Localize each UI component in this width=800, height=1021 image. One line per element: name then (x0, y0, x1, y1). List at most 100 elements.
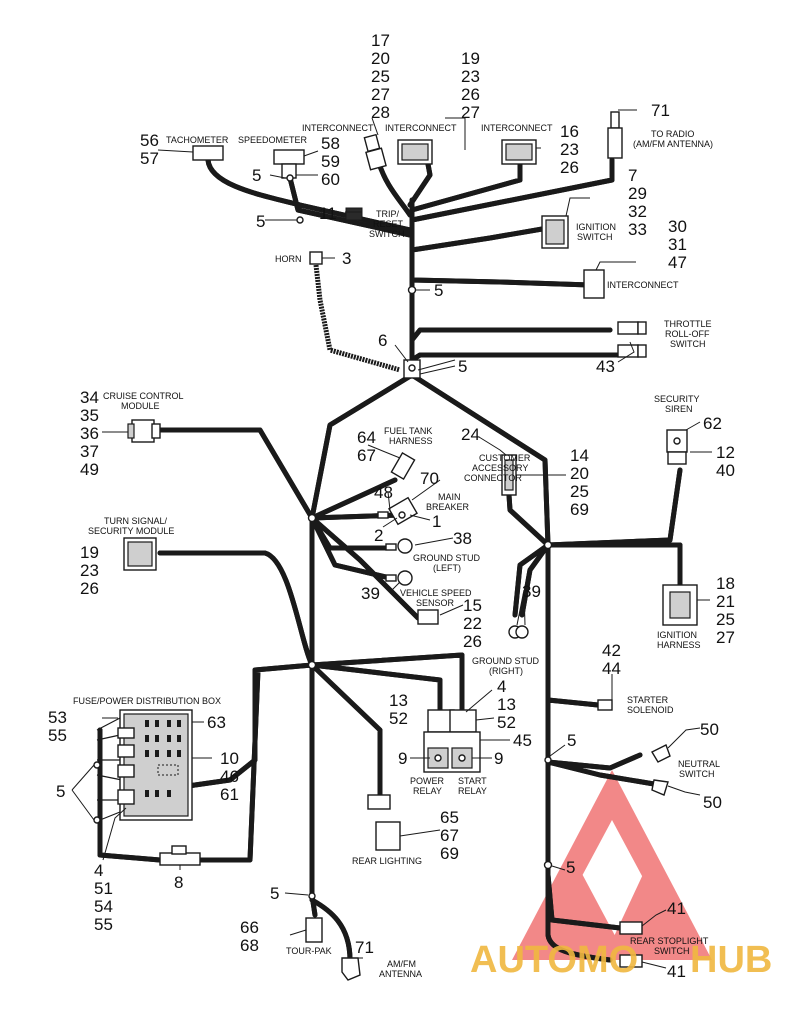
callout-57: 57 (140, 149, 159, 168)
callout-25b: 25 (570, 482, 589, 501)
callout-44: 44 (602, 659, 621, 678)
callout-36: 36 (80, 424, 99, 443)
callout-59: 59 (321, 152, 340, 171)
caption-throttle-2: ROLL-OFF (665, 329, 710, 339)
caption-ignition-harness-1: IGNITION (657, 630, 697, 640)
callout-27: 27 (371, 85, 390, 104)
callout-45: 45 (513, 731, 532, 750)
caption-customer-1: CUSTOMER (479, 453, 531, 463)
caption-start-relay-1: START (458, 776, 487, 786)
callout-41a: 41 (667, 899, 686, 918)
callout-27c: 27 (716, 628, 735, 647)
caption-security-siren-2: SIREN (665, 404, 693, 414)
callout-70: 70 (420, 469, 439, 488)
callout-33: 33 (628, 220, 647, 239)
callout-69b: 69 (440, 844, 459, 863)
callout-9a: 9 (398, 749, 407, 768)
callout-8: 8 (174, 873, 183, 892)
cruise-control-connector (127, 419, 161, 443)
callout-23: 23 (461, 67, 480, 86)
caption-trip-2: RESET (373, 219, 404, 229)
callout-38: 38 (453, 529, 472, 548)
caption-starter-2: SOLENOID (627, 705, 674, 715)
callout-numbers: 17 20 25 27 28 19 23 26 27 16 23 26 71 5… (48, 31, 735, 981)
callout-62: 62 (703, 414, 722, 433)
caption-to-radio-2: (AM/FM ANTENNA) (633, 139, 713, 149)
callout-17: 17 (371, 31, 390, 50)
caption-cruise-2: MODULE (121, 401, 160, 411)
caption-rear-stoplight-2: SWITCH (654, 946, 690, 956)
caption-speedometer: SPEEDOMETER (238, 135, 308, 145)
callout-49: 49 (80, 460, 99, 479)
callout-40: 40 (716, 461, 735, 480)
callout-19b: 19 (80, 543, 99, 562)
caption-vss-2: SENSOR (416, 598, 455, 608)
callout-29: 29 (628, 184, 647, 203)
callout-20b: 20 (570, 464, 589, 483)
caption-power-relay-2: RELAY (413, 786, 442, 796)
callout-39b: 39 (522, 582, 541, 601)
junction-6 (403, 359, 421, 379)
caption-tour-pak: TOUR-PAK (286, 946, 332, 956)
vehicle-speed-sensor-connector (417, 609, 439, 625)
callout-12: 12 (716, 443, 735, 462)
callout-23b: 23 (560, 140, 579, 159)
caption-interconnect-d: INTERCONNECT (607, 280, 679, 290)
caption-amfm-2: ANTENNA (379, 969, 422, 979)
interconnect-connector-b (397, 139, 433, 165)
callout-50b: 50 (703, 793, 722, 812)
watermark-text: AUTOMO HUB (470, 939, 772, 981)
ground-stud-left (385, 538, 413, 586)
relay-block (423, 709, 481, 773)
fuse-power-distribution-box (93, 709, 193, 824)
callout-25: 25 (371, 67, 390, 86)
caption-power-relay-1: POWER (410, 776, 445, 786)
callout-68: 68 (240, 936, 259, 955)
callout-26b: 26 (560, 158, 579, 177)
callout-4b: 4 (94, 861, 103, 880)
caption-ignition-harness-2: HARNESS (657, 640, 701, 650)
caption-rear-stoplight-1: REAR STOPLIGHT (630, 936, 709, 946)
callout-5f: 5 (567, 731, 576, 750)
caption-neutral-2: SWITCH (679, 769, 715, 779)
callout-35: 35 (80, 406, 99, 425)
caption-throttle-3: SWITCH (670, 339, 706, 349)
callout-64: 64 (357, 428, 376, 447)
callout-47: 47 (668, 253, 687, 272)
callout-13: 13 (497, 695, 516, 714)
callout-5e: 5 (56, 782, 65, 801)
clip-5f (544, 756, 552, 764)
callout-5h: 5 (566, 858, 575, 877)
caption-amfm-1: AM/FM (387, 959, 416, 969)
caption-starter-1: STARTER (627, 695, 669, 705)
callout-3: 3 (342, 249, 351, 268)
customer-accessory-connector (501, 454, 517, 496)
junction-left (307, 513, 317, 523)
starter-solenoid-connector (597, 699, 613, 711)
horn-connector (309, 251, 401, 373)
callout-66: 66 (240, 918, 259, 937)
fuel-tank-connector (390, 452, 416, 480)
callout-14: 14 (570, 446, 589, 465)
caption-trip-1: TRIP/ (376, 209, 400, 219)
ignition-harness-connector (662, 584, 698, 626)
callout-63: 63 (207, 713, 226, 732)
callout-16: 16 (560, 122, 579, 141)
caption-ground-right-2: (RIGHT) (489, 666, 523, 676)
caption-rear-lighting: REAR LIGHTING (352, 856, 422, 866)
callout-60: 60 (321, 170, 340, 189)
interconnect-connector-d (583, 269, 605, 299)
caption-main-breaker-2: BREAKER (426, 502, 470, 512)
caption-ignition-switch-2: SWITCH (577, 232, 613, 242)
callout-6: 6 (378, 331, 387, 350)
callout-55: 55 (48, 726, 67, 745)
callout-19: 19 (461, 49, 480, 68)
caption-security-siren-1: SECURITY (654, 394, 700, 404)
callout-2: 2 (374, 526, 383, 545)
clip-5b (296, 216, 304, 224)
caption-tachometer: TACHOMETER (166, 135, 229, 145)
fuse-box-leads (96, 717, 126, 821)
callout-5d: 5 (458, 357, 467, 376)
